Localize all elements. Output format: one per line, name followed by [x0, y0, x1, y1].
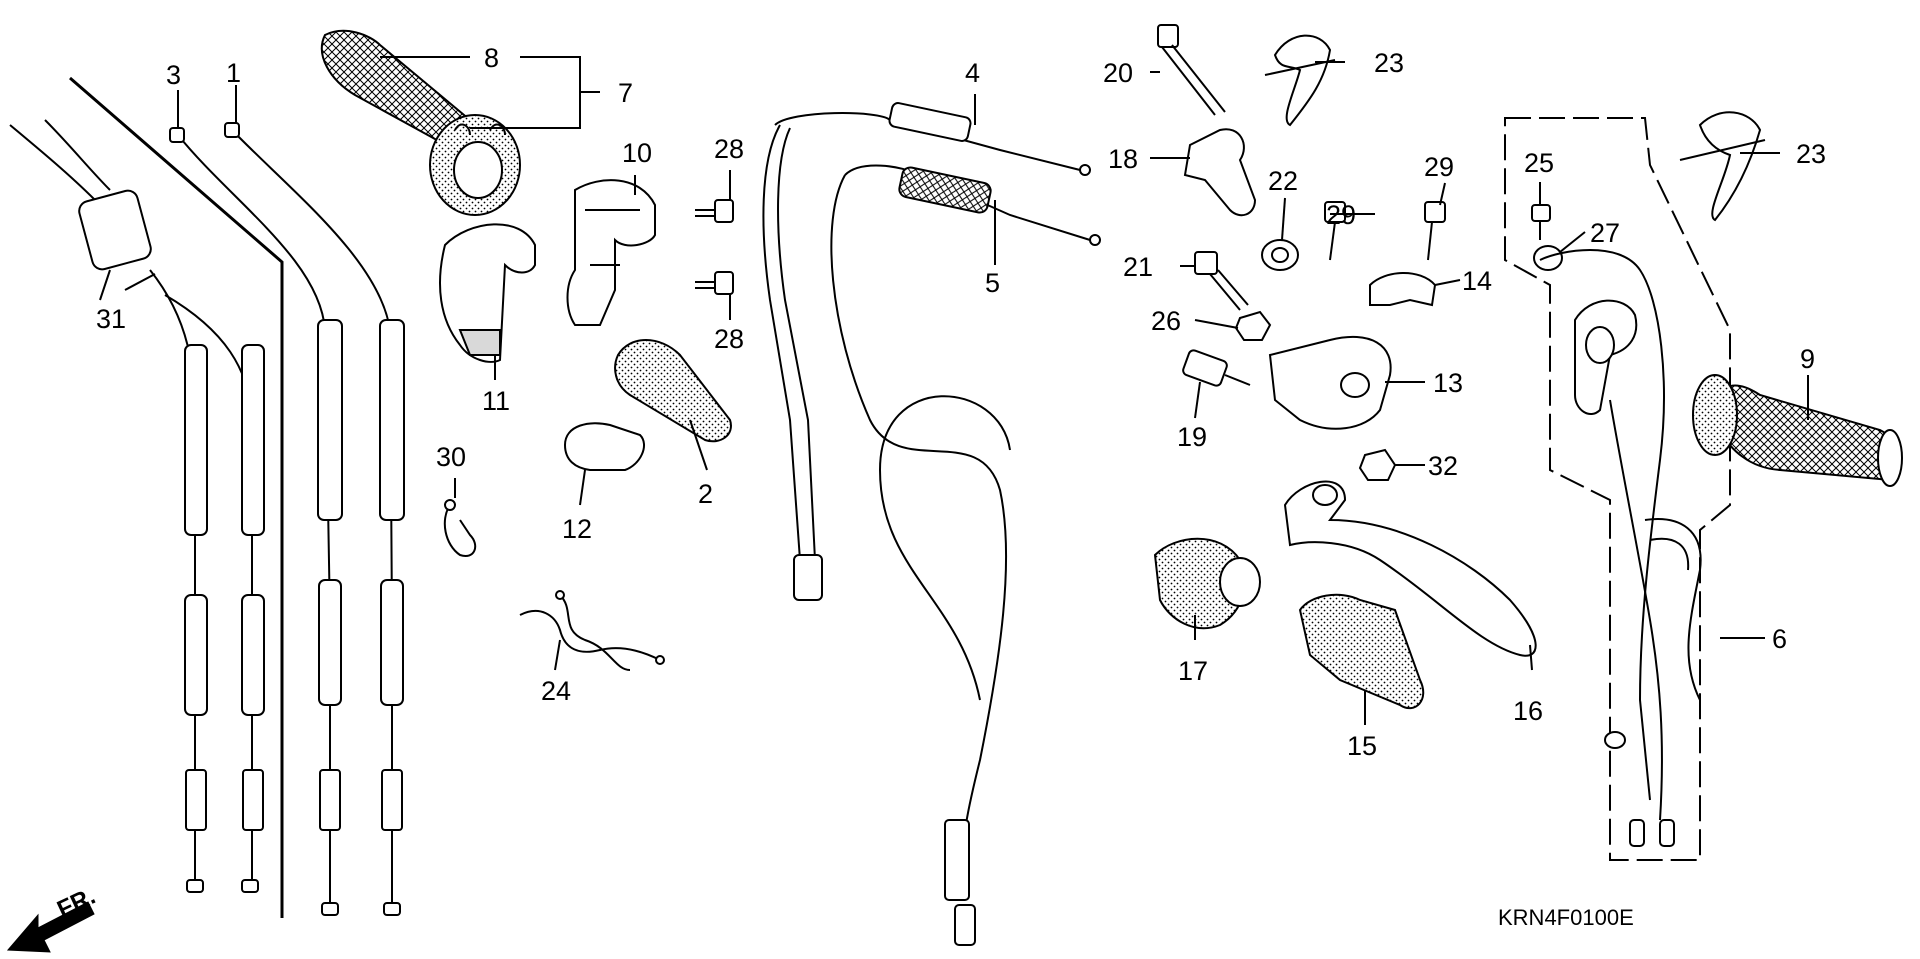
callout-5: 5 — [985, 268, 1000, 298]
callout-28-upper: 28 — [714, 134, 744, 164]
callout-27: 27 — [1590, 218, 1620, 248]
throttle-pipe-12 — [563, 422, 645, 471]
callout-3: 3 — [166, 60, 181, 90]
callout-31: 31 — [96, 304, 126, 334]
callout-7: 7 — [618, 78, 633, 108]
callout-25: 25 — [1524, 148, 1554, 178]
callout-1: 1 — [226, 58, 241, 88]
callout-24: 24 — [541, 676, 571, 706]
callout-21: 21 — [1123, 252, 1153, 282]
adjuster-19 — [1182, 349, 1251, 387]
callout-29-right: 29 — [1424, 152, 1454, 182]
leader-lines — [99, 56, 1809, 725]
callout-16: 16 — [1513, 696, 1543, 726]
switch-17 — [1153, 537, 1261, 630]
callout-2: 2 — [698, 479, 713, 509]
bolt-28-upper — [695, 199, 734, 223]
throttle-cable-1 — [224, 122, 405, 916]
bolt-29-left — [1324, 201, 1346, 261]
callout-20: 20 — [1103, 58, 1133, 88]
left-grip-9 — [1692, 374, 1903, 487]
nut-32 — [1358, 448, 1397, 481]
bolt-20 — [1157, 24, 1226, 116]
cable-guide-2 — [614, 339, 732, 443]
dashed-outline-6 — [1504, 117, 1731, 861]
callout-19: 19 — [1177, 422, 1207, 452]
callouts: 3 1 31 8 7 10 11 12 2 28 28 30 24 4 5 20… — [96, 43, 1826, 761]
collar-27 — [1533, 245, 1563, 271]
nut-26 — [1234, 310, 1272, 341]
throttle-housing-10 — [566, 179, 656, 326]
callout-26: 26 — [1151, 306, 1181, 336]
callout-11: 11 — [482, 386, 510, 416]
callout-30: 30 — [436, 442, 466, 472]
collar-22 — [1261, 239, 1299, 271]
callout-29-left: 29 — [1326, 200, 1356, 230]
bolt-21 — [1194, 251, 1249, 311]
throttle-cable-3 — [169, 127, 343, 916]
bolt-29-right — [1424, 201, 1446, 261]
part-code: KRN4F0100E — [1498, 905, 1634, 930]
clutch-cable-5 — [830, 164, 1101, 946]
callout-17: 17 — [1178, 656, 1208, 686]
lever-holder-13 — [1268, 335, 1392, 430]
callout-23-upper: 23 — [1374, 48, 1404, 78]
cable-clamp-24 — [519, 590, 665, 671]
callout-12: 12 — [562, 514, 592, 544]
callout-4: 4 — [965, 58, 980, 88]
clip-30 — [443, 499, 477, 557]
callout-13: 13 — [1433, 368, 1463, 398]
callout-23-lower: 23 — [1796, 139, 1826, 169]
lever-bracket-18 — [1183, 128, 1257, 217]
band-23-lower — [1679, 111, 1766, 222]
bolt-25 — [1531, 204, 1551, 240]
callout-14: 14 — [1462, 266, 1492, 296]
callout-18: 18 — [1108, 144, 1138, 174]
clutch-cable-4 — [762, 102, 1091, 601]
throttle-housing-11 — [439, 223, 536, 363]
callout-22: 22 — [1268, 166, 1298, 196]
callout-32: 32 — [1428, 451, 1458, 481]
callout-10: 10 — [622, 138, 652, 168]
callout-9: 9 — [1800, 344, 1815, 374]
throttle-cable-set-31 — [9, 76, 284, 918]
holder-clamp-14 — [1369, 272, 1437, 307]
callout-8: 8 — [484, 43, 499, 73]
clutch-lever-16 — [1283, 480, 1537, 657]
throttle-grip-assembly — [320, 29, 521, 216]
lever-cover-15 — [1298, 593, 1425, 710]
engine-stop-switch-6 — [1539, 249, 1702, 847]
bolt-28-lower — [695, 271, 734, 295]
band-23-upper — [1264, 34, 1336, 127]
front-arrow: FR. — [6, 883, 100, 953]
callout-6: 6 — [1772, 624, 1787, 654]
callout-28-lower: 28 — [714, 324, 744, 354]
callout-15: 15 — [1347, 731, 1377, 761]
